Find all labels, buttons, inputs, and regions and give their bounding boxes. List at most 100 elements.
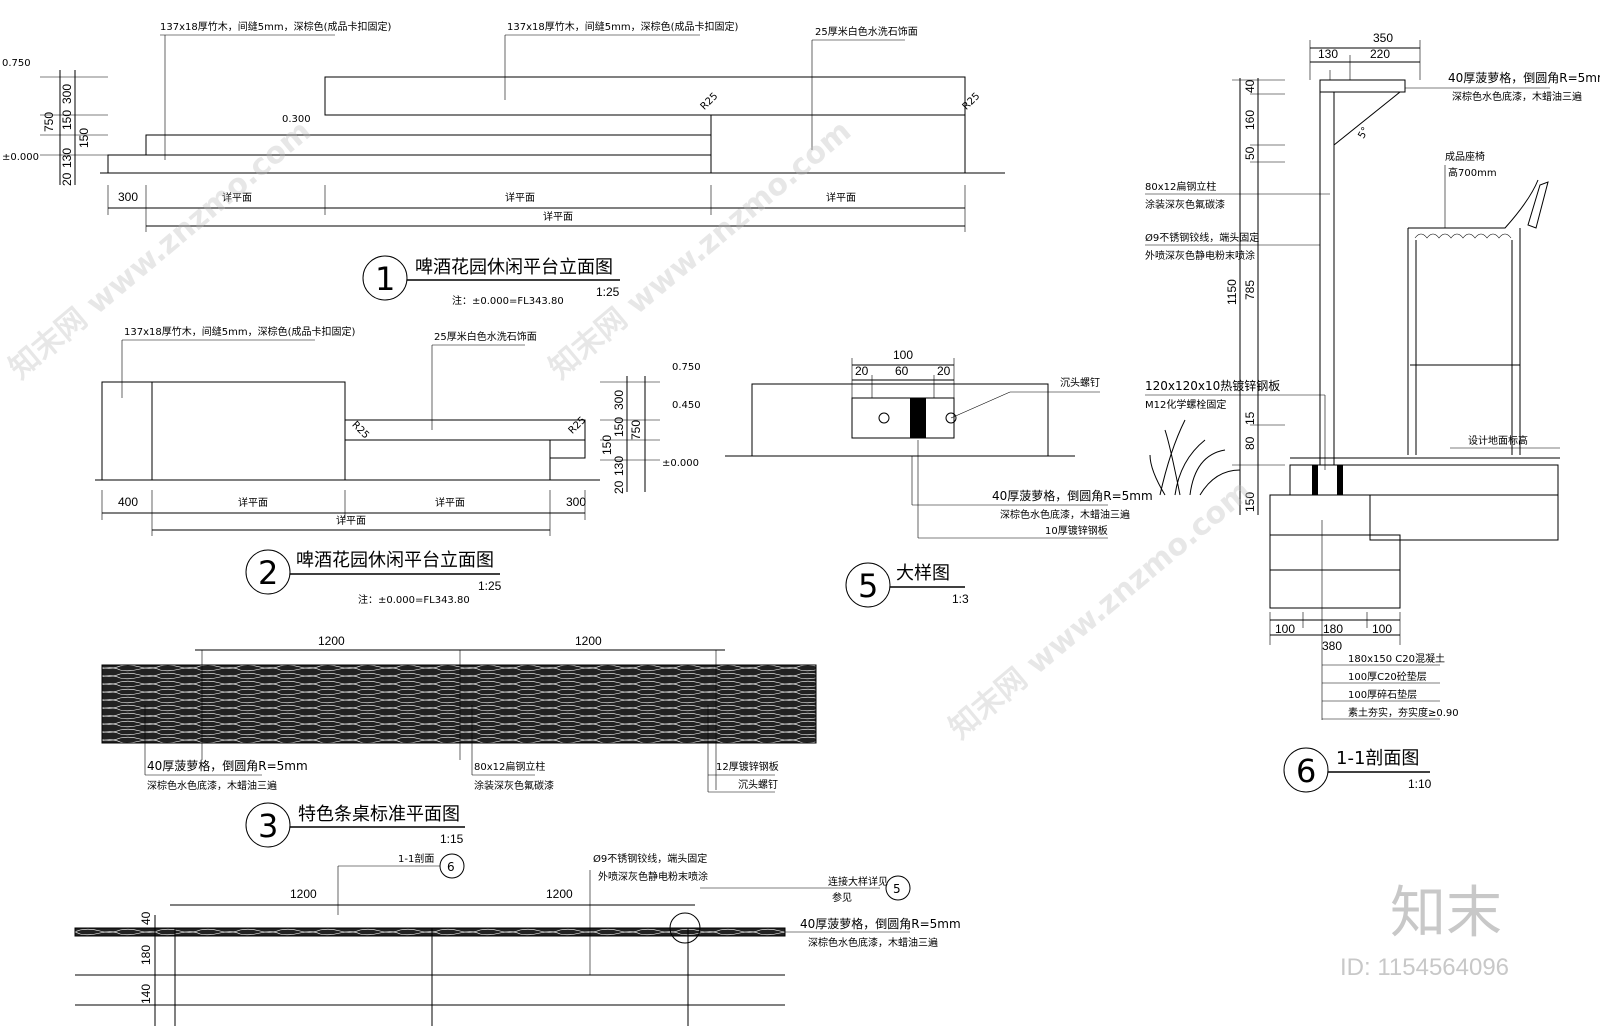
dim-180: 180 (1323, 622, 1343, 636)
see-plan: 详平面 (336, 514, 366, 527)
watermark-id: ID: 1154564096 (1340, 954, 1509, 981)
stool-seat (1408, 179, 1539, 229)
drawing-6-section: 350 130 220 5° 40厚菠萝格，倒圆角R=5mm 深棕色水色底漆，木… (1145, 31, 1600, 793)
see-plan: 详平面 (826, 191, 856, 204)
drawing-2-elevation: 0.750 0.450 ±0.000 300 150 150 130 750 2… (95, 325, 701, 606)
dim-220: 220 (1370, 47, 1390, 61)
note-plate: 120x120x10热镀锌钢板 (1145, 379, 1280, 393)
drawing-5-detail: 100 20 60 20 沉头螺钉 40厚菠萝格，倒圆角R=5mm 深棕色水色底… (725, 348, 1153, 608)
see-plan: 详平面 (435, 496, 465, 509)
drawing-note: 注：±0.000=FL343.80 (452, 294, 564, 307)
drawing-4-elevation: 1200 1200 40 180 140 1-1剖面 6 Ø9不锈钢铰线，端头固… (74, 852, 961, 1026)
drawing-number: 3 (258, 807, 278, 845)
note-layer: 100厚碎石垫层 (1348, 688, 1417, 701)
drawing-number-circle (1283, 747, 1329, 793)
note-top: 40厚菠萝格，倒圆角R=5mm (992, 488, 1153, 503)
dim-v: 1150 (1225, 279, 1239, 305)
detail-ref-number: 5 (893, 882, 901, 896)
drawing-number: 5 (858, 567, 878, 605)
note-anchor: M12化学螺栓固定 (1145, 398, 1226, 411)
section-ref: 1-1剖面 (398, 852, 434, 865)
see-plan: 详平面 (543, 210, 573, 223)
note-stone: 25厚米白色水洗石饰面 (434, 330, 537, 343)
see-plan: 详平面 (238, 496, 268, 509)
dim-20: 20 (855, 364, 869, 378)
drawing-title: 啤酒花园休闲平台立面图 (296, 550, 494, 571)
dim-v: 40 (1243, 79, 1257, 93)
dim-60: 60 (895, 364, 909, 378)
detail-ref: 连接大样详见 (828, 875, 888, 888)
note-top: 40厚菠萝格，倒圆角R=5mm (800, 916, 961, 931)
dim-100: 100 (893, 348, 913, 362)
dim-300: 300 (566, 495, 586, 509)
drawing-title: 啤酒花园休闲平台立面图 (415, 257, 613, 278)
drawing-scale: 1:10 (1408, 777, 1432, 791)
note-ground: 设计地面标高 (1468, 434, 1528, 447)
detail-callout-circle (669, 912, 701, 944)
dim-v: 130 (612, 456, 626, 476)
note-post-finish: 涂装深灰色氟碳漆 (1145, 198, 1225, 211)
note-screw: 沉头螺钉 (1060, 376, 1100, 389)
dim-v: 50 (1243, 146, 1257, 160)
note-stone: 25厚米白色水洗石饰面 (815, 25, 918, 38)
dim-300: 300 (118, 190, 138, 204)
dim-400: 400 (118, 495, 138, 509)
drawing-title: 特色条桌标准平面图 (298, 804, 460, 825)
drawing-note: 注：±0.000=FL343.80 (358, 593, 470, 606)
note-top-finish: 深棕色水色底漆，木蜡油三遍 (1452, 90, 1582, 103)
watermark-site: 知末网 www.znzmo.com (3, 114, 318, 387)
note-post: 80x12扁钢立柱 (474, 760, 545, 773)
watermark-logo: 知末 (1390, 881, 1502, 946)
drawing-number: 6 (1296, 752, 1316, 790)
dim-1200: 1200 (290, 887, 317, 901)
note-bamboo: 137x18厚竹木，间缝5mm，深棕色(成品卡扣固定) (507, 20, 738, 33)
dim-v: 300 (60, 84, 74, 104)
note-chair-height: 高700mm (1448, 166, 1497, 179)
drawing-number-circle (245, 802, 291, 848)
dim-v: 20 (60, 172, 74, 186)
watermark-layer: 知末网 www.znzmo.com 知末网 www.znzmo.com 知末网 … (3, 114, 1509, 981)
drawing-number: 1 (375, 260, 395, 298)
radius-label: R25 (349, 420, 371, 442)
note-cable: Ø9不锈钢铰线，端头固定 (1145, 231, 1259, 244)
dim-1200: 1200 (546, 887, 573, 901)
dim-380: 380 (1322, 639, 1342, 653)
drawing-number-circle (362, 255, 408, 301)
note-top-finish: 深棕色水色底漆，木蜡油三遍 (147, 779, 277, 792)
note-cable-finish: 外喷深灰色静电粉末喷涂 (1145, 249, 1255, 262)
dim-1200: 1200 (575, 634, 602, 648)
dim-v: 785 (1243, 280, 1257, 300)
note-post-finish: 涂装深灰色氟碳漆 (474, 779, 554, 792)
dim-100: 100 (1372, 622, 1392, 636)
level-top: 0.750 (2, 58, 31, 69)
drawing-scale: 1:3 (952, 592, 969, 606)
note-top: 40厚菠萝格，倒圆角R=5mm (1448, 70, 1600, 85)
level-mid: 0.450 (672, 400, 701, 411)
dim-v: 150 (1243, 492, 1257, 512)
plant-illustration (1149, 419, 1241, 496)
section-ref-circle (439, 853, 465, 879)
note-screw: 沉头螺钉 (738, 778, 778, 791)
level-mid: 0.300 (282, 114, 311, 125)
dim-v: 150 (612, 417, 626, 437)
dim-v: 130 (60, 148, 74, 168)
dim-v: 150 (600, 435, 614, 455)
dim-v: 150 (77, 128, 91, 148)
dim-130: 130 (1318, 47, 1338, 61)
drawing-number-circle (845, 562, 891, 608)
dim-v: 15 (1243, 411, 1257, 425)
dim-v: 750 (629, 420, 643, 440)
note-plate: 12厚镀锌钢板 (716, 760, 779, 773)
level-zero: ±0.000 (662, 458, 699, 469)
dim-v: 80 (1243, 436, 1257, 450)
see-plan: 详平面 (505, 191, 535, 204)
dim-v: 40 (139, 911, 153, 925)
note-plate: 10厚镀锌钢板 (1045, 524, 1108, 537)
note-layer: 100厚C20砼垫层 (1348, 670, 1427, 683)
section-ref-number: 6 (447, 860, 455, 874)
dim-v: 750 (42, 112, 56, 132)
see-plan: 详平面 (222, 191, 252, 204)
stool-legs (1407, 228, 1521, 455)
drawing-scale: 1:15 (440, 832, 464, 846)
level-top: 0.750 (672, 362, 701, 373)
